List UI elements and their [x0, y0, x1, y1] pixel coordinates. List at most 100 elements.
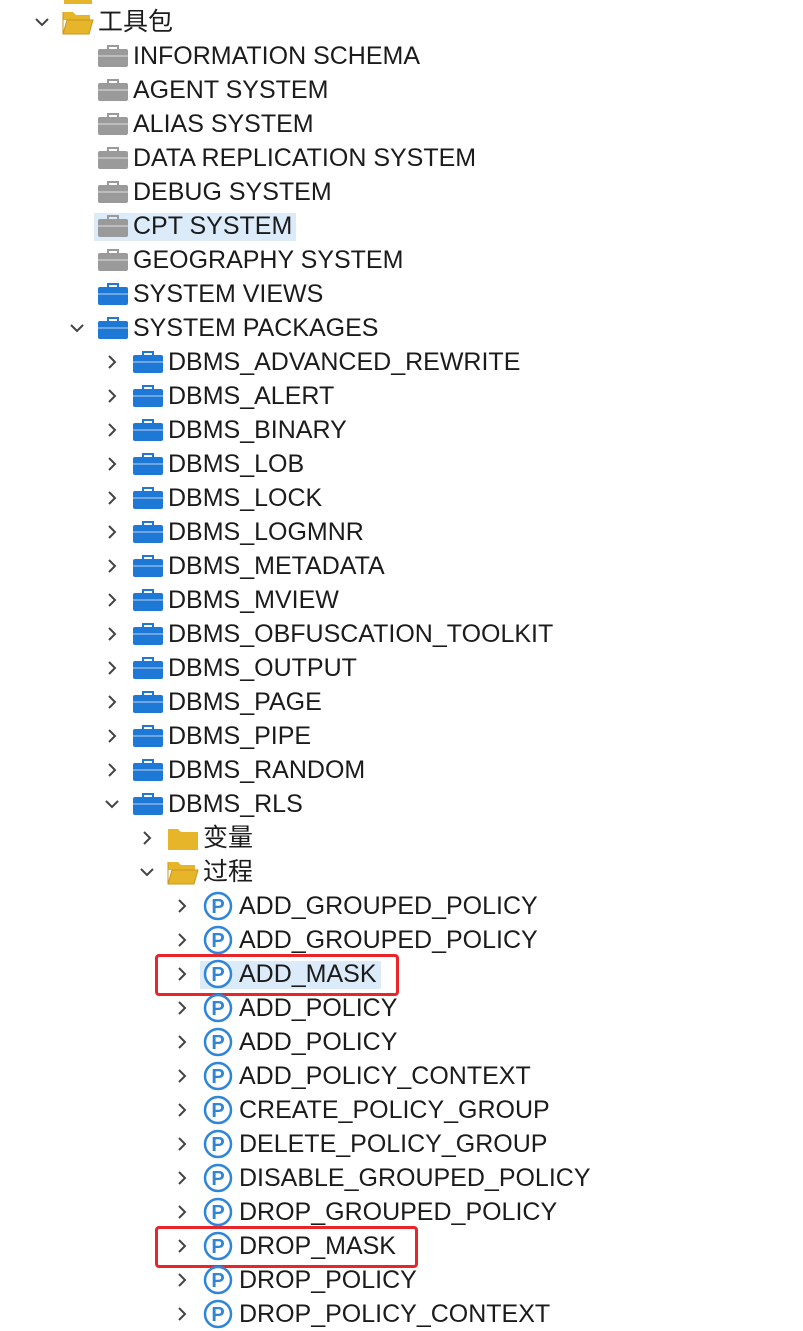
tree-node-schema[interactable]: CPT SYSTEM [93, 209, 297, 243]
tree-node-package[interactable]: DBMS_BINARY [108, 413, 347, 447]
tree-node-label: DBMS_OUTPUT [168, 654, 357, 682]
procedure-icon: P [203, 1095, 239, 1125]
tree-node-package[interactable]: DBMS_ADVANCED_REWRITE [108, 345, 520, 379]
chevron-right-icon[interactable] [103, 523, 121, 541]
chevron-right-icon[interactable] [103, 557, 121, 575]
chevron-right-icon[interactable] [173, 1033, 191, 1051]
procedure-icon: P [203, 891, 239, 921]
tree-node-schema[interactable]: INFORMATION SCHEMA [97, 39, 420, 73]
chevron-right-icon[interactable] [103, 591, 121, 609]
tree-node-package[interactable]: DBMS_LOB [108, 447, 304, 481]
tree-node-package[interactable]: DBMS_ALERT [108, 379, 335, 413]
tree-node-package[interactable]: DBMS_OUTPUT [108, 651, 357, 685]
gray-briefcase-icon [97, 245, 133, 275]
chevron-right-icon[interactable] [103, 625, 121, 643]
tree-node-package[interactable]: DBMS_METADATA [108, 549, 385, 583]
tree-node-label: ADD_POLICY [239, 1028, 398, 1056]
chevron-right-icon[interactable] [103, 489, 121, 507]
chevron-down-icon[interactable] [33, 13, 51, 31]
chevron-down-icon[interactable] [68, 319, 86, 337]
tree-node-folder[interactable]: 变量 [143, 821, 253, 855]
chevron-right-icon[interactable] [173, 1135, 191, 1153]
procedure-icon: P [203, 1265, 239, 1295]
chevron-right-icon[interactable] [173, 1101, 191, 1119]
tree-node-folder[interactable]: 过程 [140, 855, 253, 889]
chevron-right-icon[interactable] [103, 659, 121, 677]
procedure-icon: P [203, 993, 239, 1023]
chevron-down-icon[interactable] [138, 863, 156, 881]
chevron-down-icon[interactable] [103, 795, 121, 813]
tree-node-package[interactable]: DBMS_RLS [105, 787, 303, 821]
annotation-highlight-box [155, 1226, 418, 1268]
blue-briefcase-icon [132, 517, 168, 547]
tree-node-package[interactable]: DBMS_MVIEW [108, 583, 339, 617]
tree-node-schema[interactable]: AGENT SYSTEM [97, 73, 328, 107]
blue-briefcase-icon [132, 755, 168, 785]
procedure-icon: P [203, 1027, 239, 1057]
tree-node-package[interactable]: DBMS_PIPE [108, 719, 311, 753]
tree-node-package[interactable]: DBMS_RANDOM [108, 753, 365, 787]
chevron-right-icon[interactable] [173, 1305, 191, 1323]
tree-node-schema[interactable]: DEBUG SYSTEM [97, 175, 332, 209]
tree-node-package[interactable]: DBMS_PAGE [108, 685, 322, 719]
tree-node-schema[interactable]: SYSTEM VIEWS [97, 277, 323, 311]
tree-node-label: INFORMATION SCHEMA [133, 42, 421, 70]
blue-briefcase-icon [132, 721, 168, 751]
procedure-icon: P [203, 1163, 239, 1193]
svg-text:P: P [211, 1168, 224, 1190]
tree-node-label: DBMS_ALERT [168, 382, 335, 410]
chevron-right-icon[interactable] [103, 693, 121, 711]
chevron-right-icon[interactable] [103, 421, 121, 439]
blue-briefcase-icon [132, 687, 168, 717]
chevron-right-icon[interactable] [173, 965, 191, 983]
procedure-icon: P [203, 1061, 239, 1091]
tree-node-schema[interactable]: GEOGRAPHY SYSTEM [97, 243, 403, 277]
chevron-right-icon[interactable] [138, 829, 156, 847]
tree-node-package[interactable]: DBMS_LOGMNR [108, 515, 364, 549]
tree-node-label: ADD_MASK [239, 960, 377, 988]
blue-briefcase-icon [132, 347, 168, 377]
blue-briefcase-icon [132, 415, 168, 445]
chevron-right-icon[interactable] [103, 455, 121, 473]
chevron-right-icon[interactable] [173, 931, 191, 949]
chevron-right-icon[interactable] [173, 1271, 191, 1289]
chevron-right-icon[interactable] [103, 761, 121, 779]
chevron-right-icon[interactable] [103, 387, 121, 405]
tree-node-root[interactable]: 工具包 [35, 5, 173, 39]
tree-node-label: DELETE_POLICY_GROUP [239, 1130, 548, 1158]
tree-node-schema[interactable]: SYSTEM PACKAGES [70, 311, 378, 345]
tree-node-schema[interactable]: ALIAS SYSTEM [97, 107, 314, 141]
chevron-right-icon[interactable] [173, 1203, 191, 1221]
tree-node-schema[interactable]: DATA REPLICATION SYSTEM [97, 141, 476, 175]
chevron-right-icon[interactable] [173, 1067, 191, 1085]
chevron-right-icon[interactable] [103, 727, 121, 745]
tree-node-label: DATA REPLICATION SYSTEM [133, 144, 477, 172]
tree-node-procedure[interactable]: P ADD_MASK [178, 957, 381, 991]
tree-node-label: ADD_POLICY_CONTEXT [239, 1062, 531, 1090]
folder-icon [64, 0, 92, 4]
blue-briefcase-icon [132, 653, 168, 683]
tree-node-label: DBMS_OBFUSCATION_TOOLKIT [168, 620, 554, 648]
svg-text:P: P [211, 1236, 224, 1258]
chevron-right-icon[interactable] [173, 999, 191, 1017]
chevron-right-icon[interactable] [173, 1169, 191, 1187]
chevron-right-icon[interactable] [103, 353, 121, 371]
tree-node-package[interactable]: DBMS_LOCK [108, 481, 322, 515]
svg-text:P: P [211, 964, 224, 986]
blue-briefcase-icon [97, 313, 133, 343]
tree-node-package[interactable]: DBMS_OBFUSCATION_TOOLKIT [108, 617, 554, 651]
chevron-right-icon[interactable] [173, 1237, 191, 1255]
chevron-right-icon[interactable] [173, 897, 191, 915]
